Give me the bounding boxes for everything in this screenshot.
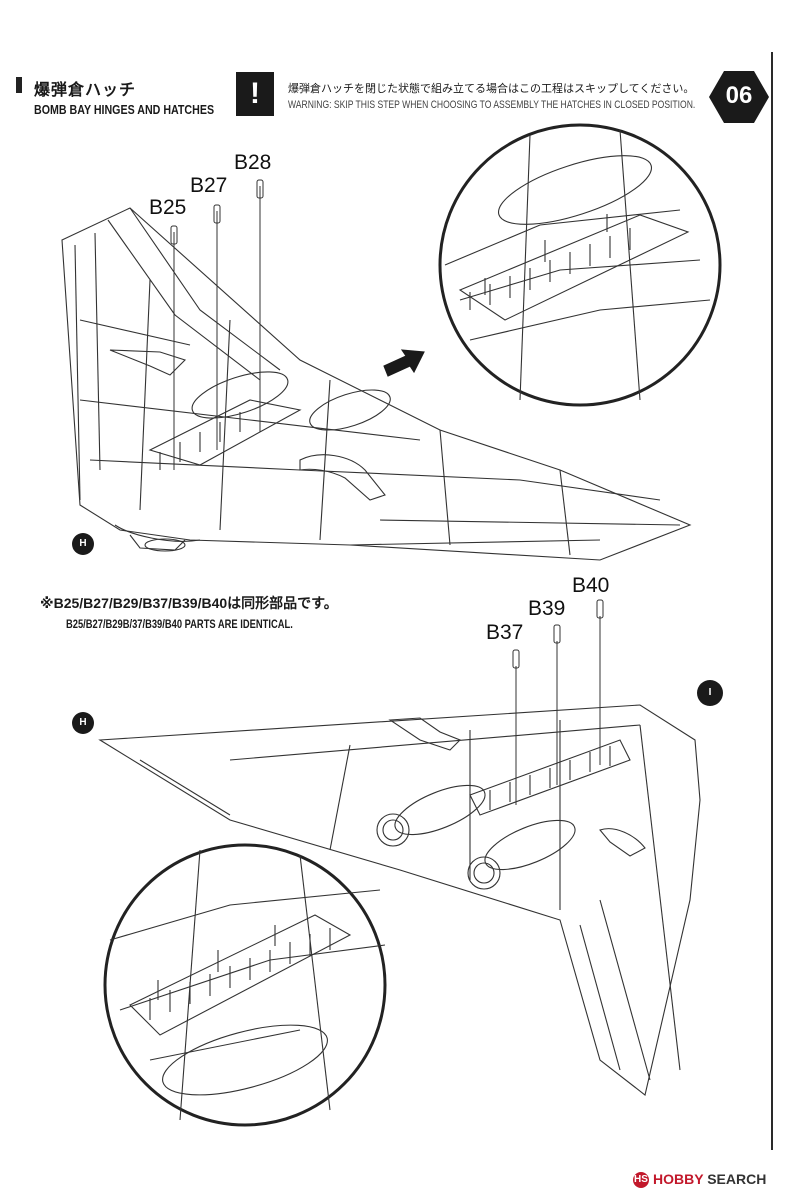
part-label-b40: B40 [572, 574, 610, 597]
page-edge-rule [771, 52, 773, 1150]
section-title-en: BOMB BAY HINGES AND HATCHES [34, 102, 215, 117]
upper-part-leaders [170, 179, 264, 470]
section-title-jp: 爆弾倉ハッチ [34, 82, 137, 99]
part-label-b37: B37 [486, 621, 524, 644]
section-marker-bar [16, 77, 22, 93]
step-number: 06 [725, 82, 753, 109]
brand-search-text: SEARCH [707, 1171, 767, 1187]
warning-text-en: WARNING: SKIP THIS STEP WHEN CHOOSING TO… [288, 99, 696, 111]
part-label-b25: B25 [149, 196, 187, 219]
assembly-marker-i: I [697, 680, 723, 706]
upper-wing-drawing [61, 207, 692, 561]
lower-part-leaders [512, 599, 604, 805]
identical-parts-note-en: B25/B27/B29B/37/B39/B40 PARTS ARE IDENTI… [66, 617, 293, 631]
upper-detail-view [438, 123, 722, 407]
identical-parts-note-jp: ※B25/B27/B29/B37/B39/B40は同形部品です。 [40, 595, 338, 611]
lower-wing-drawing [98, 704, 701, 1096]
lower-detail-view [103, 843, 387, 1127]
brand-text: HOBBY [653, 1171, 704, 1187]
warning-icon: ! [236, 72, 274, 116]
part-label-b39: B39 [528, 597, 566, 620]
step-number-badge: 06 [709, 71, 769, 123]
arrow-icon [383, 349, 425, 377]
assembly-marker-h-upper: H [72, 533, 94, 555]
part-label-b28: B28 [234, 151, 272, 174]
assembly-marker-h-lower: H [72, 712, 94, 734]
part-label-b27: B27 [190, 174, 228, 197]
warning-text-jp: 爆弾倉ハッチを閉じた状態で組み立てる場合はこの工程はスキップしてください。 [288, 83, 695, 95]
hobby-search-mark-icon: HS [633, 1172, 649, 1189]
